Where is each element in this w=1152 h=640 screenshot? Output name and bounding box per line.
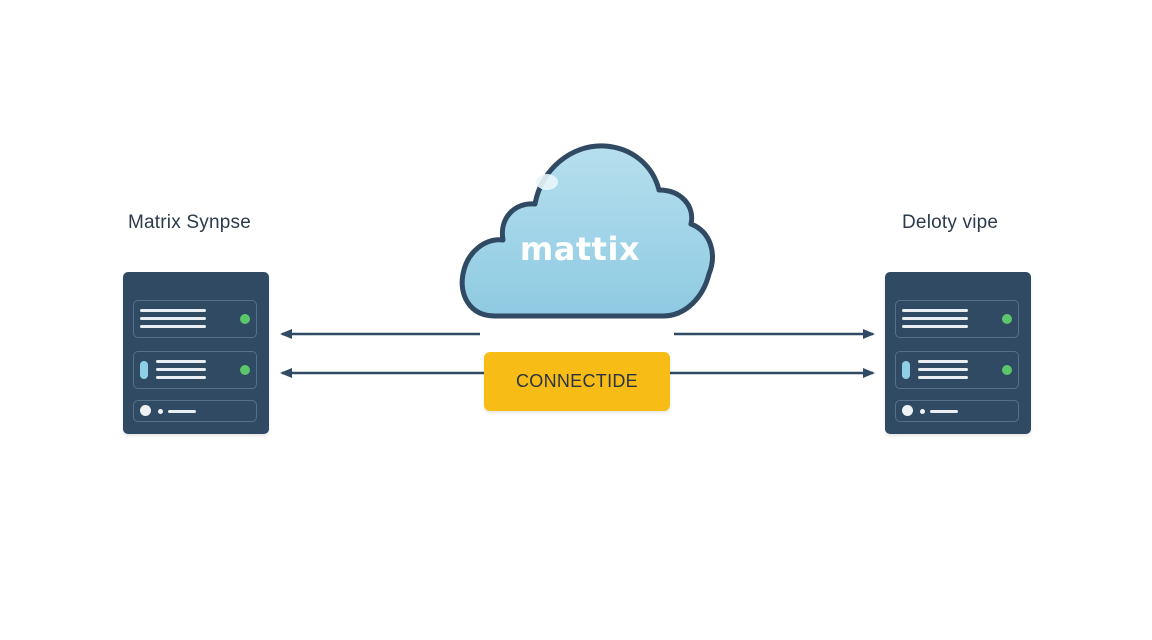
server-left-icon: [123, 272, 269, 434]
connection-badge: CONNECTIDE: [484, 352, 670, 411]
server-right-icon: [885, 272, 1031, 434]
server-slot: [895, 300, 1019, 338]
status-led-icon: [1002, 365, 1012, 375]
right-server-label: Deloty vipe: [902, 212, 999, 233]
cloud-label: mattix: [519, 230, 641, 268]
status-led-icon: [240, 314, 250, 324]
power-dot-icon: [902, 405, 913, 416]
connection-badge-label: CONNECTIDE: [515, 371, 638, 391]
server-slot: [133, 351, 257, 389]
status-led-icon: [240, 365, 250, 375]
drive-indicator-icon: [902, 361, 910, 379]
power-dot-icon: [140, 405, 151, 416]
left-server-label: Matrix Synpse: [128, 212, 251, 233]
server-slot: [133, 400, 257, 422]
status-led-icon: [1002, 314, 1012, 324]
server-slot: [895, 351, 1019, 389]
drive-indicator-icon: [140, 361, 148, 379]
server-slot: [895, 400, 1019, 422]
cloud-icon: [459, 143, 715, 319]
server-slot: [133, 300, 257, 338]
